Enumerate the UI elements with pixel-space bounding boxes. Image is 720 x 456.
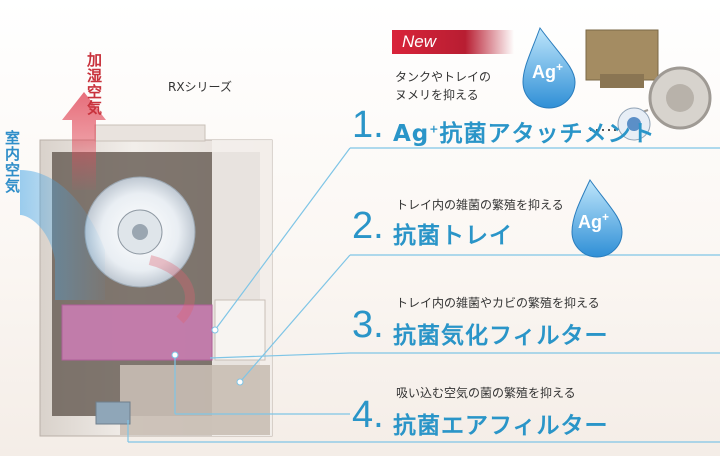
item-3-desc: トレイ内の雑菌やカビの繁殖を抑える (396, 296, 600, 310)
item-1-title-prefix: Ag (393, 121, 430, 147)
item-2-desc: トレイ内の雑菌の繁殖を抑える (396, 198, 564, 212)
ag-badge-plus: + (602, 210, 610, 224)
item-3-title: 抗菌気化フィルター (393, 323, 609, 349)
item-1-desc-line2: ヌメリを抑える (395, 88, 479, 102)
series-label: RXシリーズ (168, 80, 232, 94)
item-1-title-text: 抗菌アタッチメント (439, 121, 656, 147)
room-air-label: 室内空気 (3, 130, 21, 194)
item-2-title: 抗菌トレイ (393, 223, 513, 249)
ag-badge-1: Ag+ (532, 60, 563, 83)
item-1-desc-line1: タンクやトレイの (395, 70, 492, 84)
item-4-number: 4. (352, 394, 384, 436)
item-3-number: 3. (352, 304, 384, 346)
ag-badge-plus: + (556, 60, 564, 74)
item-4-title: 抗菌エアフィルター (393, 413, 609, 439)
item-2-number: 2. (352, 205, 384, 247)
ag-badge-text: Ag (578, 212, 602, 232)
ag-badge-2: Ag+ (578, 210, 609, 233)
ag-badge-text: Ag (532, 62, 556, 82)
item-1-number: 1. (352, 104, 384, 146)
item-4-desc: 吸い込む空気の菌の繁殖を抑える (396, 386, 576, 400)
humid-air-label: 加湿空気 (85, 52, 103, 116)
item-1-title: Ag+抗菌アタッチメント (393, 114, 655, 148)
item-1-title-sup: + (429, 122, 440, 136)
new-badge: New (392, 30, 514, 54)
